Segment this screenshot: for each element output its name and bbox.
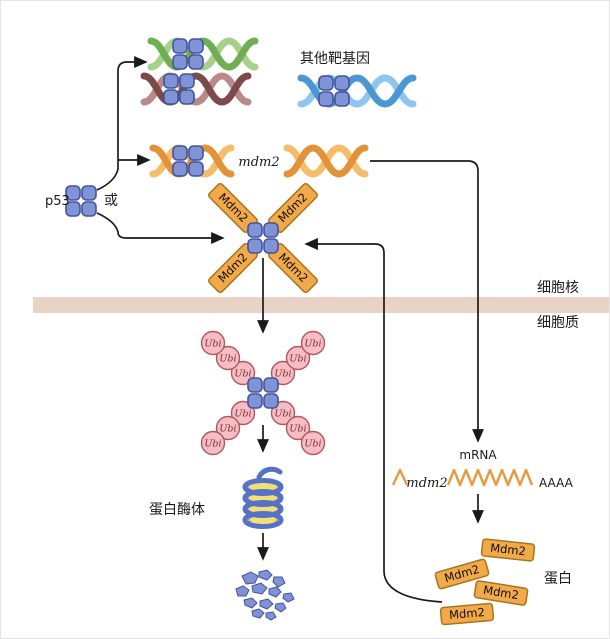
protein-fragment (274, 602, 287, 613)
svg-text:Ubi: Ubi (304, 439, 321, 450)
protein-fragment (268, 586, 282, 598)
svg-text:Ubi: Ubi (204, 339, 221, 350)
protein-label: 蛋白 (544, 571, 572, 587)
proteasome-icon (242, 466, 284, 529)
or-label: 或 (104, 193, 118, 209)
other-target-genes-label: 其他靶基因 (300, 50, 370, 67)
poly-a-label: AAAA (539, 476, 574, 490)
arrow-gene-to-mrna (370, 160, 484, 443)
protein-fragment (259, 598, 274, 610)
ubiquitin-badge: Ubi (215, 345, 241, 371)
mdm2-gene-label: mdm2 (238, 155, 279, 170)
ubiquitin-badge: Ubi (300, 330, 326, 356)
protein-fragment (251, 608, 265, 619)
p53-tetramer-icon (247, 222, 279, 254)
ubiquitin-badge: Ubi (230, 360, 256, 386)
nuclear-membrane-band (33, 297, 609, 313)
dna-strand (140, 72, 252, 106)
ubiquitin-badge: Ubi (270, 400, 296, 426)
mrna-label: mRNA (459, 448, 497, 462)
ubiquitin-badge: Ubi (300, 430, 326, 456)
arrow-p53-to-target-genes (96, 56, 148, 191)
svg-text:Ubi: Ubi (219, 354, 236, 365)
dna-helix-mdm2-gene (149, 144, 369, 178)
svg-text:Ubi: Ubi (274, 369, 291, 380)
svg-text:Ubi: Ubi (289, 354, 306, 365)
mrna-mdm2-label: mdm2 (406, 476, 447, 491)
ubiquitin-badge: Ubi (285, 345, 311, 371)
p53-label: p53 (45, 194, 70, 209)
mdm2-protein: Mdm2 (480, 538, 536, 562)
protein-fragment (265, 611, 277, 621)
svg-text:Ubi: Ubi (234, 369, 251, 380)
protein-fragment (235, 585, 250, 597)
p53-tetramer-icon (247, 377, 279, 409)
svg-text:Ubi: Ubi (289, 424, 306, 435)
dna-helix-maroon (140, 72, 252, 106)
mdm2-protein: Mdm2 (439, 602, 495, 626)
ubiquitin-chains: Ubi Ubi Ubi Ubi Ubi Ubi Ubi Ubi Ubi Ubi … (200, 330, 326, 456)
p53-tetramer-icon (65, 185, 97, 217)
proteasome-label: 蛋白酶体 (149, 502, 205, 518)
svg-text:Ubi: Ubi (204, 439, 221, 450)
dna-helix-blue (297, 74, 417, 108)
degraded-protein-fragments (235, 569, 295, 621)
protein-fragment (241, 571, 259, 585)
svg-text:Ubi: Ubi (234, 409, 251, 420)
protein-fragment (243, 597, 258, 609)
arrow-p53-to-mdm2-complex (96, 212, 225, 244)
dna-strand (283, 144, 369, 178)
ubiquitin-badge: Ubi (230, 400, 256, 426)
svg-text:Ubi: Ubi (219, 424, 236, 435)
mdm2-protein: Mdm2 (473, 580, 529, 606)
cytoplasm-label: 细胞质 (537, 315, 579, 331)
dna-strand (140, 72, 252, 106)
mdm2-label: Mdm2 (490, 541, 527, 559)
protein-fragment (272, 576, 286, 588)
svg-text:Ubi: Ubi (304, 339, 321, 350)
ubiquitin-badge: Ubi (285, 415, 311, 441)
mdm2-protein-cluster: Mdm2 Mdm2 Mdm2 Mdm2 (434, 538, 536, 626)
arrow-mdm2-feedback-to-nucleus (304, 238, 443, 603)
mdm2-label: Mdm2 (449, 605, 486, 622)
ubiquitin-badge: Ubi (270, 360, 296, 386)
mdm2-label: Mdm2 (482, 583, 519, 602)
protein-fragment (251, 582, 268, 595)
ubiquitin-badge: Ubi (215, 415, 241, 441)
mrna-molecule (391, 468, 534, 487)
nucleus-label: 细胞核 (537, 280, 579, 296)
dna-strand (149, 144, 235, 178)
protein-fragment (282, 592, 295, 603)
ubiquitin-badge: Ubi (200, 430, 226, 456)
svg-text:Ubi: Ubi (274, 409, 291, 420)
ubiquitin-badge: Ubi (200, 330, 226, 356)
protein-fragment (258, 569, 273, 581)
mdm2-protein: Mdm2 (434, 558, 490, 590)
